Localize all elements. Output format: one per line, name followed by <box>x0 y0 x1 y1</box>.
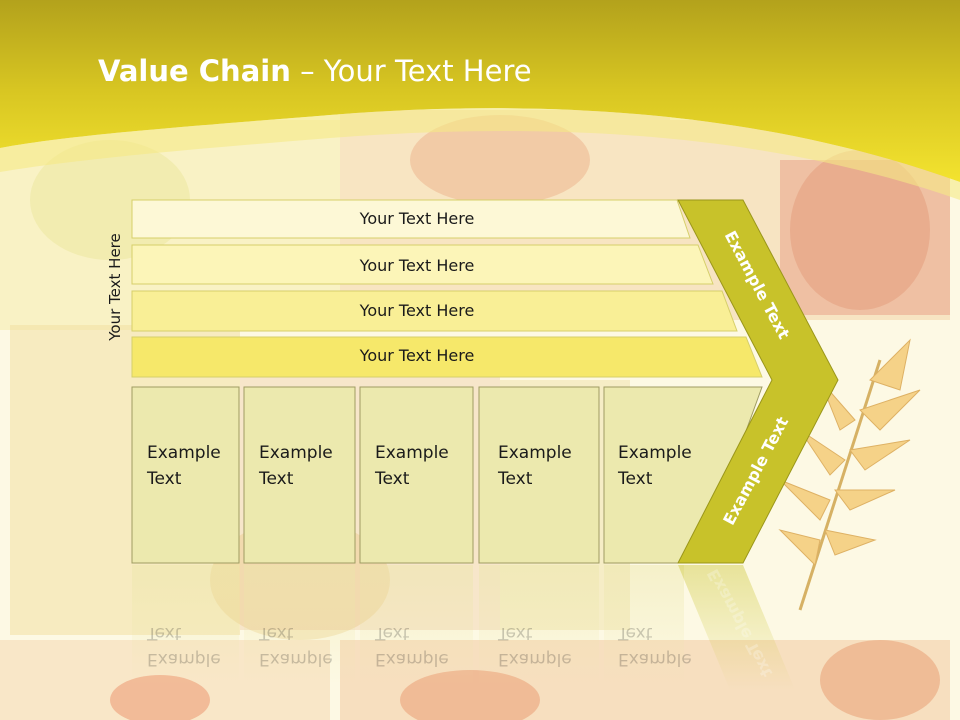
column-label-1-line2: Text <box>147 469 182 489</box>
column-label-3-reflection: Example Text <box>375 620 449 672</box>
column-label-1: Example Text <box>147 440 221 492</box>
column-label-5-reflection-line1: Example <box>618 649 692 669</box>
header-band <box>0 0 960 200</box>
column-label-5-line2: Text <box>618 469 653 489</box>
column-label-5: Example Text <box>618 440 692 492</box>
row-band-3 <box>131 290 738 332</box>
column-label-1-line1: Example <box>147 443 221 463</box>
column-label-4-line2: Text <box>498 469 533 489</box>
column-label-4-reflection: Example Text <box>498 620 572 672</box>
column-label-2: Example Text <box>259 440 333 492</box>
row-label-3: Your Text Here <box>359 301 475 320</box>
chevron-arrow <box>677 199 839 564</box>
row-label-4: Your Text Here <box>359 346 475 365</box>
column-label-2-line2: Text <box>259 469 294 489</box>
column-label-2-reflection: Example Text <box>259 620 333 672</box>
row-label-1: Your Text Here <box>359 209 475 228</box>
column-label-4-reflection-line2: Text <box>498 623 533 643</box>
column-label-4-reflection-line1: Example <box>498 649 572 669</box>
slide-title: Value Chain – Your Text Here <box>98 54 532 88</box>
column-label-5-reflection: Example Text <box>618 620 692 672</box>
column-label-2-reflection-line1: Example <box>259 649 333 669</box>
column-label-3: Example Text <box>375 440 449 492</box>
column-label-3-reflection-line2: Text <box>375 623 410 643</box>
column-label-5-reflection-line2: Text <box>618 623 653 643</box>
column-label-4: Example Text <box>498 440 572 492</box>
column-label-1-reflection-line1: Example <box>147 649 221 669</box>
row-band-2 <box>131 244 714 285</box>
column-label-4-line1: Example <box>498 443 572 463</box>
row-band-4 <box>131 336 763 378</box>
slide-title-rest: – Your Text Here <box>290 54 532 88</box>
row-band-1 <box>131 199 691 239</box>
column-label-2-reflection-line2: Text <box>259 623 294 643</box>
column-label-3-line2: Text <box>375 469 410 489</box>
column-label-2-line1: Example <box>259 443 333 463</box>
column-label-1-reflection-line2: Text <box>147 623 182 643</box>
slide-title-bold: Value Chain <box>98 54 291 88</box>
side-label: Your Text Here <box>106 233 124 341</box>
row-label-2: Your Text Here <box>359 256 475 275</box>
column-box-4 <box>478 386 600 564</box>
column-box-3 <box>359 386 474 564</box>
column-reflection <box>132 565 795 690</box>
column-box-2 <box>243 386 356 564</box>
column-label-1-reflection: Example Text <box>147 620 221 672</box>
column-label-3-reflection-line1: Example <box>375 649 449 669</box>
column-label-5-line1: Example <box>618 443 692 463</box>
column-label-3-line1: Example <box>375 443 449 463</box>
column-box-1 <box>131 386 240 564</box>
